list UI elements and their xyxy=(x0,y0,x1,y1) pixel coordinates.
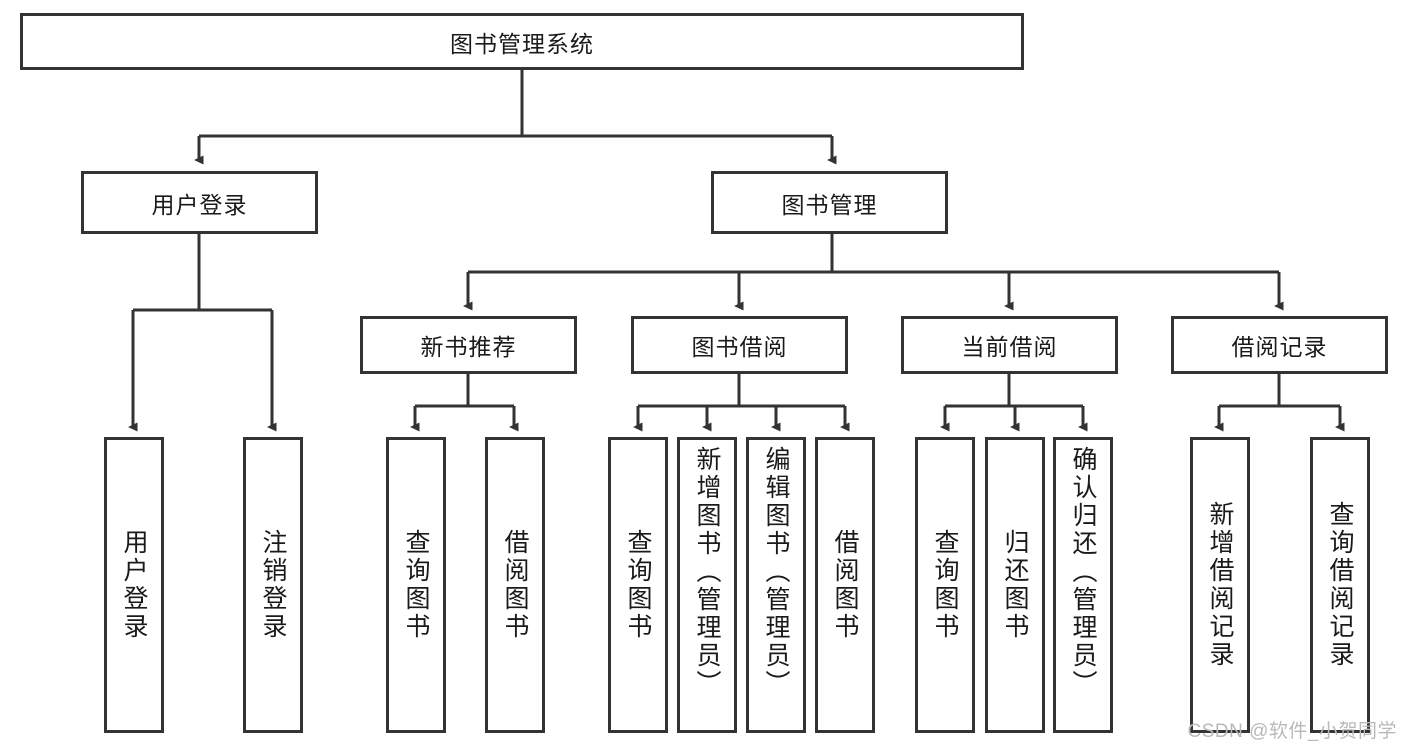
node-label: 确认归还（管理员） xyxy=(1069,446,1097,698)
node-label: 查询借阅记录 xyxy=(1326,501,1354,669)
node-label: 用户登录 xyxy=(120,529,148,641)
node-label: 图书管理系统 xyxy=(450,30,594,57)
node-label: 借阅记录 xyxy=(1231,334,1328,360)
node-label: 查询图书 xyxy=(931,529,959,641)
node-label: 当前借阅 xyxy=(961,334,1058,360)
node-user-login[interactable]: 用户登录 xyxy=(81,171,318,234)
vertical-text-wrap: 用户登录 xyxy=(107,440,161,730)
node-label: 借阅图书 xyxy=(831,529,859,641)
node-leaf-br-add-record[interactable]: 新增借阅记录 xyxy=(1190,437,1250,733)
vertical-text-wrap: 注销登录 xyxy=(246,440,300,730)
vertical-text-wrap: 查询图书 xyxy=(611,440,665,730)
node-leaf-br-query-record[interactable]: 查询借阅记录 xyxy=(1310,437,1370,733)
node-label: 用户登录 xyxy=(151,191,248,218)
node-label: 编辑图书（管理员） xyxy=(762,446,790,698)
node-label: 归还图书 xyxy=(1001,529,1029,641)
node-leaf-bb-query-book[interactable]: 查询图书 xyxy=(608,437,668,733)
vertical-text-wrap: 查询借阅记录 xyxy=(1313,440,1367,730)
node-leaf-bb-add-book-admin[interactable]: 新增图书（管理员） xyxy=(677,437,737,733)
node-leaf-cb-confirm-return-admin[interactable]: 确认归还（管理员） xyxy=(1053,437,1113,733)
node-leaf-bb-borrow-book[interactable]: 借阅图书 xyxy=(815,437,875,733)
node-leaf-bb-edit-book-admin[interactable]: 编辑图书（管理员） xyxy=(746,437,806,733)
node-label: 图书管理 xyxy=(781,191,878,218)
vertical-text-wrap: 借阅图书 xyxy=(818,440,872,730)
node-label: 查询图书 xyxy=(402,529,430,641)
node-borrow-record[interactable]: 借阅记录 xyxy=(1171,316,1388,374)
node-label: 新增图书（管理员） xyxy=(693,446,721,698)
node-book-borrow[interactable]: 图书借阅 xyxy=(631,316,848,374)
csdn-watermark: CSDN @软件_小贺同学 xyxy=(1187,721,1397,742)
vertical-text-wrap: 查询图书 xyxy=(389,440,443,730)
node-book-management[interactable]: 图书管理 xyxy=(711,171,948,234)
node-leaf-logout[interactable]: 注销登录 xyxy=(243,437,303,733)
node-leaf-nb-query-book[interactable]: 查询图书 xyxy=(386,437,446,733)
vertical-text-wrap: 借阅图书 xyxy=(488,440,542,730)
node-label: 图书借阅 xyxy=(691,334,788,360)
node-new-book-recommend[interactable]: 新书推荐 xyxy=(360,316,577,374)
node-leaf-cb-query-book[interactable]: 查询图书 xyxy=(915,437,975,733)
vertical-text-wrap: 确认归还（管理员） xyxy=(1056,440,1110,730)
vertical-text-wrap: 新增图书（管理员） xyxy=(680,440,734,730)
node-label: 查询图书 xyxy=(624,529,652,641)
node-leaf-cb-return-book[interactable]: 归还图书 xyxy=(985,437,1045,733)
node-leaf-user-login[interactable]: 用户登录 xyxy=(104,437,164,733)
vertical-text-wrap: 查询图书 xyxy=(918,440,972,730)
vertical-text-wrap: 编辑图书（管理员） xyxy=(749,440,803,730)
node-label: 借阅图书 xyxy=(501,529,529,641)
node-leaf-nb-borrow-book[interactable]: 借阅图书 xyxy=(485,437,545,733)
node-label: 注销登录 xyxy=(259,529,287,641)
node-root-book-management-system[interactable]: 图书管理系统 xyxy=(20,13,1024,70)
vertical-text-wrap: 新增借阅记录 xyxy=(1193,440,1247,730)
node-current-borrow[interactable]: 当前借阅 xyxy=(901,316,1118,374)
node-label: 新增借阅记录 xyxy=(1206,501,1234,669)
node-label: 新书推荐 xyxy=(420,334,517,360)
vertical-text-wrap: 归还图书 xyxy=(988,440,1042,730)
